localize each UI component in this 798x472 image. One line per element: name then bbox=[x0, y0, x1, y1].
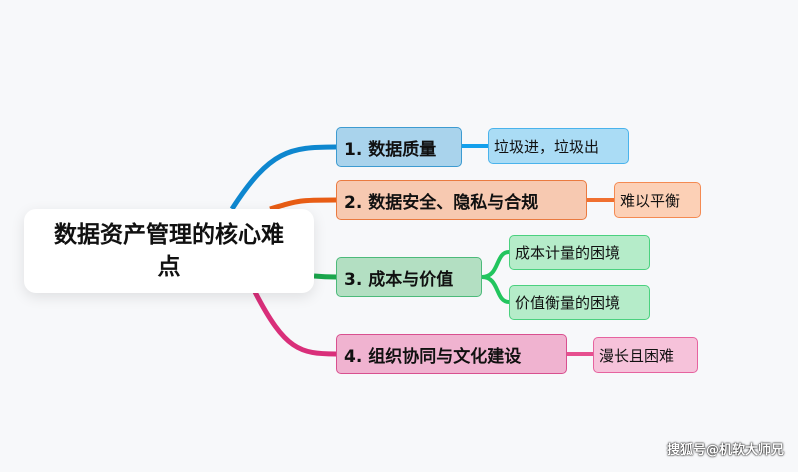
branch-node-cost-value[interactable]: 3. 成本与价值 bbox=[336, 257, 482, 297]
leaf-label: 难以平衡 bbox=[620, 191, 681, 210]
root-title: 数据资产管理的核心难点 bbox=[54, 222, 284, 280]
branch-node-data-quality[interactable]: 1. 数据质量 bbox=[336, 127, 462, 167]
link-root-branch2 bbox=[269, 197, 337, 212]
link-branch3-leaf2 bbox=[481, 275, 510, 304]
leaf-label: 成本计量的困境 bbox=[515, 244, 621, 262]
link-root-branch3 bbox=[313, 273, 337, 280]
branch-label: 3. 成本与价值 bbox=[344, 269, 454, 290]
branch-label: 2. 数据安全、隐私与合规 bbox=[344, 192, 539, 213]
leaf-node[interactable]: 漫长且困难 bbox=[593, 337, 698, 373]
leaf-node[interactable]: 难以平衡 bbox=[614, 182, 701, 218]
link-root-branch4 bbox=[252, 290, 337, 357]
watermark: 搜狐号@机软大师兄 bbox=[666, 443, 784, 458]
branch-node-organization[interactable]: 4. 组织协同与文化建设 bbox=[336, 334, 567, 374]
leaf-label: 垃圾进，垃圾出 bbox=[494, 137, 600, 156]
leaf-node[interactable]: 成本计量的困境 bbox=[509, 235, 650, 270]
link-root-branch1 bbox=[229, 144, 337, 211]
leaf-node[interactable]: 垃圾进，垃圾出 bbox=[488, 128, 629, 164]
leaf-node[interactable]: 价值衡量的困境 bbox=[509, 285, 650, 320]
leaf-label: 漫长且困难 bbox=[599, 346, 675, 365]
branch-label: 1. 数据质量 bbox=[344, 139, 437, 160]
branch-label: 4. 组织协同与文化建设 bbox=[344, 346, 522, 367]
branch-node-security[interactable]: 2. 数据安全、隐私与合规 bbox=[336, 180, 587, 220]
link-branch3-leaf1 bbox=[481, 250, 510, 279]
leaf-label: 价值衡量的困境 bbox=[515, 294, 621, 312]
root-node[interactable]: 数据资产管理的核心难点 bbox=[24, 209, 314, 293]
